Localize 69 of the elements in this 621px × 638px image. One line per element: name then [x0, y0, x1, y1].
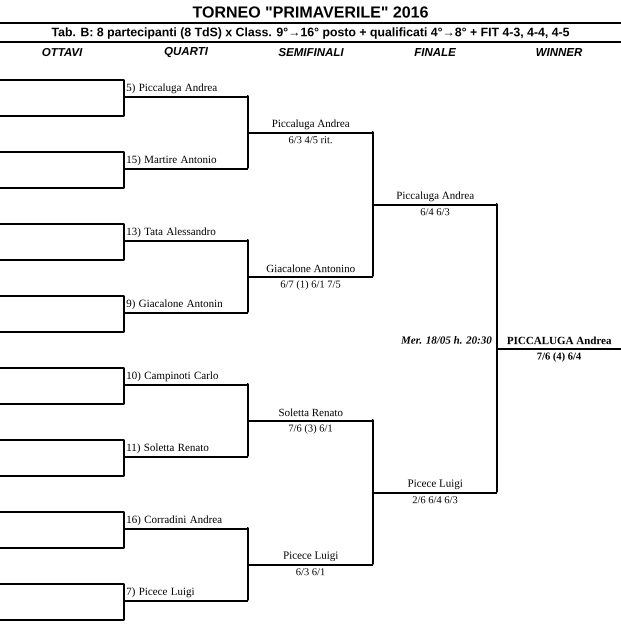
bracket-connector: [247, 95, 250, 133]
bracket-connector: [496, 203, 498, 349]
bracket-connector: [123, 313, 126, 333]
player-slot: 11) Soletta Renato: [124, 443, 248, 458]
bracket-line: [0, 115, 124, 117]
bracket-connector: [123, 97, 126, 117]
round-heading: SEMIFINALI: [278, 48, 344, 56]
bracket-connector: [372, 493, 374, 565]
bracket-line: [0, 223, 124, 225]
bracket-line: [0, 187, 124, 189]
bracket-connector: [496, 349, 498, 493]
bracket-connector: [123, 223, 126, 241]
bracket-connector: [123, 295, 126, 313]
bracket-line: [0, 259, 124, 261]
player-slot: Picece Luigi 2/6 6/4 6/3: [373, 479, 497, 504]
player-slot: 13) Tata Alessandro: [124, 227, 248, 242]
bracket-line: [0, 367, 124, 369]
round-heading: OTTAVI: [42, 48, 82, 56]
bracket-line: [0, 295, 124, 297]
player-slot: 7) Picece Luigi: [124, 587, 248, 602]
round-heading: WINNER: [536, 48, 582, 56]
bracket-connector: [123, 169, 126, 189]
bracket-connector: [247, 421, 250, 457]
bracket-connector: [247, 133, 250, 169]
bracket-connector: [123, 241, 126, 261]
player-slot: Giacalone Antonino 6/7 (1) 6/1 7/5: [248, 264, 373, 290]
bracket-connector: [123, 79, 126, 97]
bracket-connector: [247, 527, 250, 565]
match-date: Mer. 18/05 h. 20:30: [400, 336, 492, 344]
bracket-connector: [123, 583, 126, 601]
player-slot: 15) Martire Antonio: [124, 155, 248, 170]
bracket-connector: [123, 511, 126, 529]
player-slot: PICCALUGA Andrea 7/6 (4) 6/4: [497, 336, 621, 362]
bracket-connector: [123, 367, 126, 385]
bracket-connector: [247, 565, 250, 601]
bracket-line: [0, 547, 124, 549]
bracket-connector: [247, 239, 250, 277]
title: TORNEO "PRIMAVERILE" 2016: [192, 6, 428, 18]
bracket-connector: [372, 131, 374, 205]
player-slot: Soletta Renato 7/6 (3) 6/1: [248, 408, 373, 434]
bracket-connector: [123, 457, 126, 477]
bracket-line: [0, 475, 124, 477]
bracket-line: [0, 151, 124, 153]
bracket-connector: [123, 601, 126, 621]
player-slot: Picece Luigi 6/3 6/1: [248, 551, 373, 576]
bracket-connector: [247, 383, 250, 421]
bracket-connector: [123, 529, 126, 549]
round-heading: FINALE: [414, 48, 456, 56]
player-slot: Piccaluga Andrea 6/4 6/3: [373, 191, 497, 216]
bracket-line: [0, 511, 124, 513]
bracket-connector: [123, 385, 126, 405]
round-heading: QUARTI: [164, 46, 208, 58]
player-slot: 10) Campinoti Carlo: [124, 371, 248, 386]
bracket-connector: [123, 439, 126, 457]
bracket-line: [0, 79, 124, 81]
bracket-line: [0, 619, 124, 621]
player-slot: 16) Corradini Andrea: [124, 515, 248, 530]
bracket-line: [0, 331, 124, 333]
player-slot: 9) Giacalone Antonin: [124, 299, 248, 314]
bracket-connector: [372, 419, 374, 493]
player-slot: 5) Piccaluga Andrea: [124, 83, 248, 98]
bracket-connector: [247, 277, 250, 313]
subtitle: Tab. B: 8 partecipanti (8 TdS) x Class. 9°→16° posto + qualificati 4°→8° + FIT 4-3, 4-4, 4-5: [52, 27, 570, 39]
bracket-line: [0, 439, 124, 441]
bracket-line: [0, 403, 124, 405]
bracket-connector: [123, 151, 126, 169]
bracket-line: [0, 583, 124, 585]
bracket-connector: [372, 205, 374, 277]
player-slot: Piccaluga Andrea 6/3 4/5 rit.: [248, 119, 373, 144]
